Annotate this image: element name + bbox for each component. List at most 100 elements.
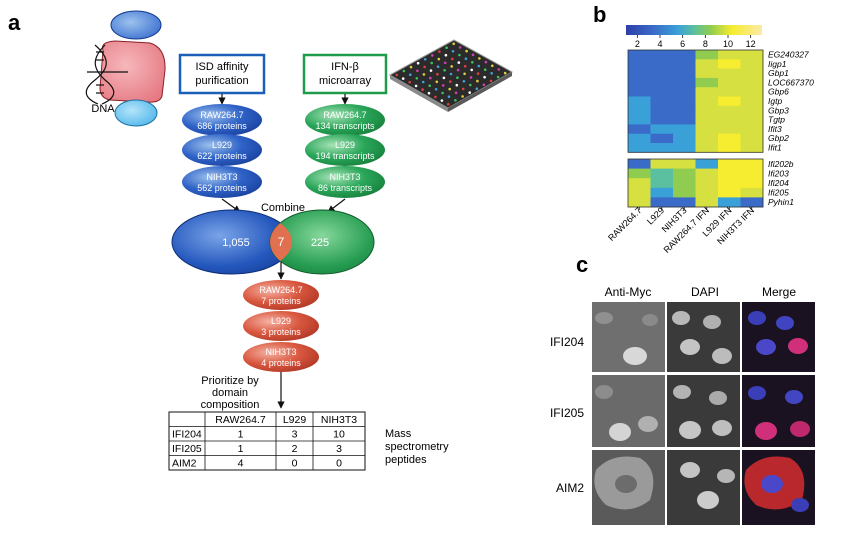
heatmap-cell — [628, 68, 651, 79]
heatmap-cell — [718, 143, 741, 153]
chip-spot — [449, 72, 453, 76]
table-cell: 0 — [336, 458, 342, 470]
chip-spot — [451, 50, 455, 53]
chip-spot — [428, 84, 432, 87]
cyan-protein-shape — [114, 99, 158, 127]
heatmap-row-label: Gbp6 — [768, 87, 789, 97]
row-label-aim2: AIM2 — [556, 481, 584, 495]
isd-oval-nih3t3: NIH3T3 562 proteins — [182, 166, 262, 198]
heatmap-cell — [740, 77, 764, 88]
chip-spot — [451, 57, 454, 61]
chip-spot — [447, 95, 451, 98]
heatmap-row-label: Iigp1 — [768, 59, 787, 69]
heatmap-row-label: Igtp — [768, 96, 782, 106]
chip-spot — [395, 73, 399, 77]
prioritize-line2: domain — [212, 387, 248, 399]
heatmap-cell — [695, 178, 719, 189]
chip-spot — [462, 80, 466, 83]
heatmap-cell — [740, 159, 764, 169]
heatmap-cell — [740, 68, 764, 79]
heatmap-cell — [673, 133, 696, 144]
heatmap-row-labels: EG240327Iigp1Gbp1LOC667370Gbp6IgtpGbp3Tg… — [768, 50, 814, 208]
panel-c-label: c — [576, 252, 588, 277]
combine-label: Combine — [261, 202, 305, 214]
table-cell: 4 — [238, 458, 244, 470]
chip-spot — [421, 80, 425, 84]
panel-c: c Anti-Myc DAPI Merge IFI204 IFI205 AIM2 — [550, 252, 815, 525]
chip-spot — [489, 79, 493, 83]
ifn-microarray-box — [302, 53, 388, 95]
heatmap-cell — [673, 77, 696, 88]
micrograph-aim2-anti-myc — [592, 450, 665, 525]
heatmap-cell — [673, 105, 696, 116]
chip-spot — [458, 46, 462, 49]
oval-line1: NIH3T3 — [329, 172, 360, 182]
chip-spot — [503, 71, 507, 75]
heatmap-cell — [650, 143, 674, 153]
heatmap-row-label: Ifi202b — [768, 159, 794, 169]
heatmap-cell — [695, 187, 719, 198]
row-label-ifi204: IFI204 — [550, 335, 584, 349]
isd-box-line1: ISD affinity — [196, 61, 249, 73]
heatmap-cell — [673, 124, 696, 135]
heatmap-cell — [718, 105, 741, 116]
chip-spot — [454, 99, 457, 102]
chip-spot — [464, 57, 468, 60]
heatmap-cell — [740, 197, 764, 208]
dna-label: DNA — [91, 103, 115, 115]
colorbar-tick-label: 12 — [746, 39, 756, 49]
chip-spot — [445, 46, 448, 49]
dna-protein-illustration: DNA — [85, 10, 166, 127]
result-oval-nih3t3: NIH3T3 4 proteins — [243, 342, 319, 372]
chip-spot — [408, 80, 412, 84]
heatmap-cell — [628, 50, 651, 60]
chip-spot — [443, 61, 447, 65]
oval-line1: L929 — [335, 140, 355, 150]
chip-spot — [441, 84, 445, 87]
heatmap-row-label: Ifit1 — [768, 143, 782, 153]
heatmap-cell — [695, 115, 719, 125]
chip-spot — [437, 57, 441, 61]
ifn-oval-l929: L929 194 transcripts — [305, 134, 385, 166]
heatmap-cell — [740, 143, 764, 153]
heatmap-column-label: RAW264.7 — [606, 205, 644, 243]
heatmap-cell — [650, 159, 674, 169]
heatmap-cell — [740, 124, 764, 135]
venn-right-count: 225 — [311, 237, 329, 249]
micrograph-ifi205-anti-myc — [592, 375, 665, 447]
oval-line1: L929 — [271, 316, 291, 326]
chip-spot — [438, 50, 441, 53]
heatmap-cell — [650, 105, 674, 116]
heatmap-cell — [718, 168, 741, 179]
heatmap-cell — [628, 133, 651, 144]
heatmap-cell — [628, 77, 651, 88]
heatmap-cell — [740, 115, 764, 125]
panel-b-label: b — [593, 2, 606, 27]
heatmap-cell — [718, 159, 741, 169]
venn-left-count: 1,055 — [222, 237, 250, 249]
micrograph-ifi204-anti-myc — [592, 302, 665, 372]
oval-line2: 4 proteins — [261, 358, 301, 368]
chip-spot — [434, 88, 438, 91]
chip-spot — [496, 75, 500, 79]
heatmap-cell — [650, 68, 674, 79]
chip-spot — [463, 72, 466, 76]
col-label-anti-myc: Anti-Myc — [605, 285, 652, 299]
chip-spot — [478, 57, 481, 60]
heatmap-cell — [673, 87, 696, 97]
heatmap-cell — [673, 159, 696, 169]
oval-line1: RAW264.7 — [259, 285, 302, 295]
heatmap-row-label: Ifit3 — [768, 124, 782, 134]
row-label-ifi205: IFI205 — [550, 406, 584, 420]
table-cell: 1 — [238, 443, 244, 455]
oval-line1: RAW264.7 — [323, 110, 366, 120]
heatmap-cell — [628, 96, 651, 107]
heatmap-cell — [650, 96, 674, 107]
chip-spot — [435, 80, 439, 84]
chip-spot — [468, 91, 472, 94]
micrograph-ifi205-dapi — [667, 375, 740, 447]
prioritize-line1: Prioritize by — [201, 375, 259, 387]
chip-spot — [436, 72, 439, 76]
heatmap-cell — [695, 124, 719, 135]
